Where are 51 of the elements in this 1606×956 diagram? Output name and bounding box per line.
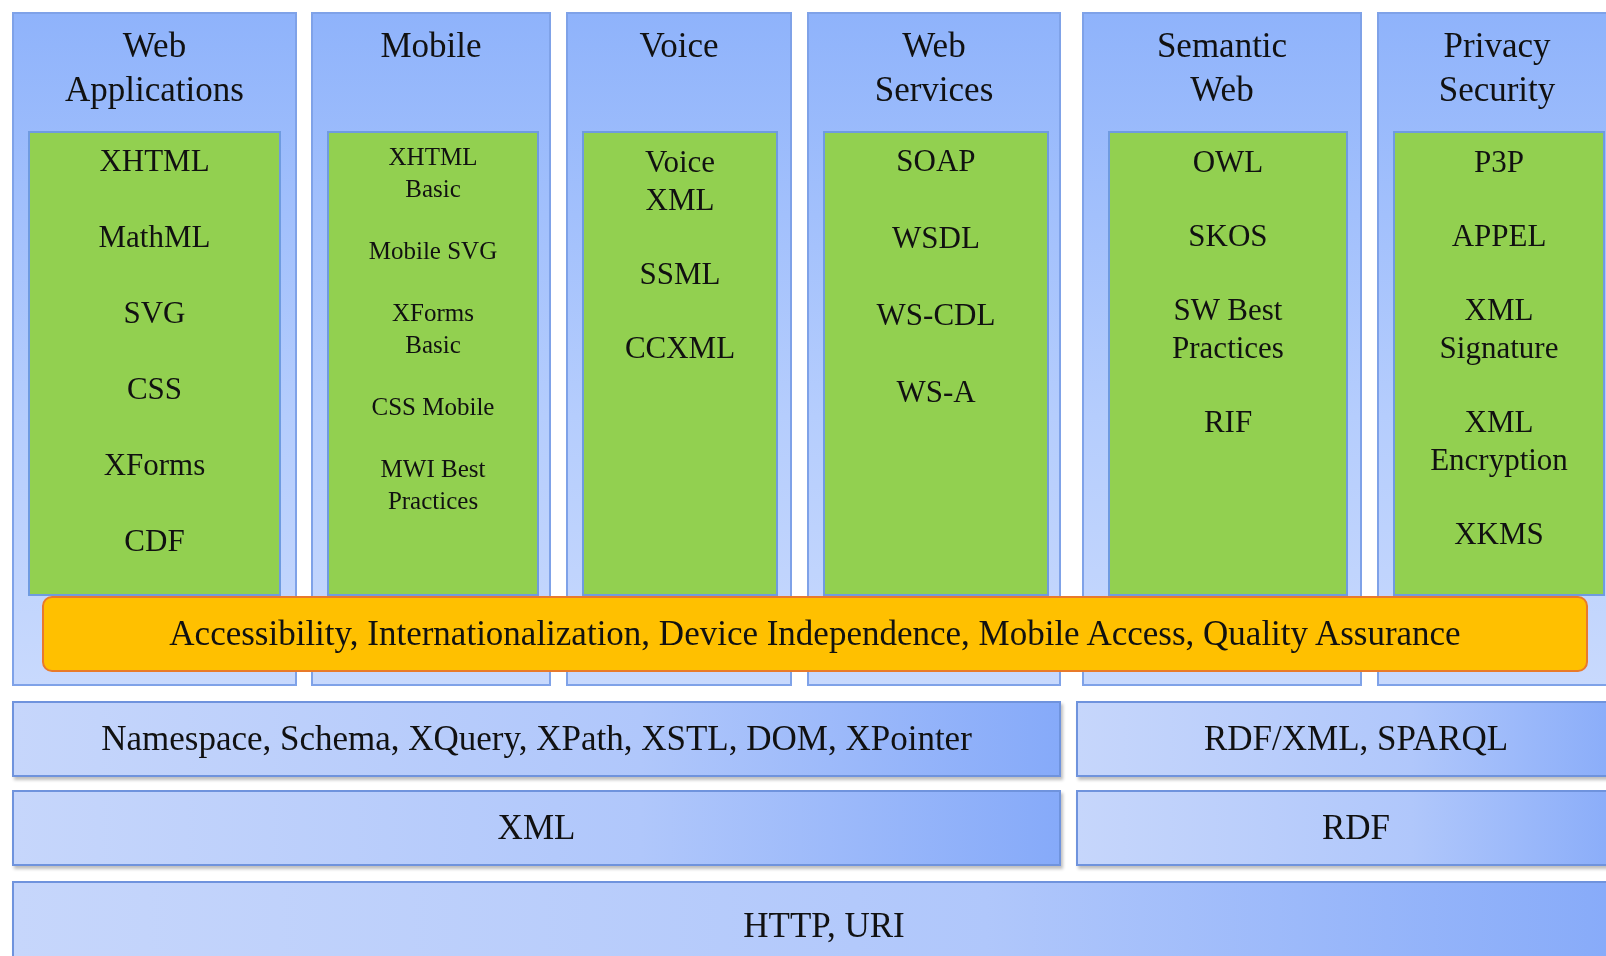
technology-name: XHTML — [98, 143, 211, 179]
technology-name: XHTML Basic — [387, 142, 479, 204]
layer-band — [12, 881, 1606, 956]
technology-name: MWI Best Practices — [379, 454, 487, 516]
layer-band — [12, 701, 1061, 777]
technology-name: APPEL — [1450, 217, 1548, 255]
layer-text: HTTP, URI — [743, 905, 905, 947]
technology-name: WSDL — [891, 220, 981, 256]
technology-name: Voice XML — [644, 143, 716, 219]
layer-text: RDF/XML, SPARQL — [1203, 718, 1509, 760]
column-heading: Semantic Web — [1155, 25, 1289, 111]
technology-name: SW Best Practices — [1171, 291, 1285, 367]
column-heading: Voice — [638, 25, 720, 67]
column-heading: Privacy Security — [1437, 25, 1557, 111]
technology-name: MathML — [97, 219, 212, 255]
technology-list-box — [1393, 131, 1605, 596]
technology-name: XForms Basic — [391, 298, 475, 360]
technology-name: SSML — [638, 255, 722, 293]
layer-band — [1076, 701, 1606, 777]
technology-name: SOAP — [895, 143, 977, 179]
technology-list-box — [823, 131, 1049, 596]
technology-name: CCXML — [623, 329, 737, 367]
column-heading: Web Services — [873, 25, 995, 111]
layer-text: Namespace, Schema, XQuery, XPath, XSTL, DOM, XPointer — [101, 718, 972, 760]
technology-name: WS-CDL — [875, 297, 997, 333]
band-text: Accessibility, Internationalization, Device Independence, Mobile Access, Quality Assurance — [169, 614, 1461, 654]
technology-list-box — [28, 131, 281, 596]
technology-name: P3P — [1473, 143, 1525, 181]
technology-name: OWL — [1191, 143, 1265, 181]
technology-name: CSS — [125, 371, 184, 407]
technology-name: WS-A — [895, 374, 977, 410]
column-heading: Web Applications — [64, 25, 245, 111]
technology-list-box — [327, 131, 539, 596]
technology-name: XForms — [102, 447, 207, 483]
layer-band — [1076, 790, 1606, 866]
technology-name: RIF — [1202, 403, 1254, 441]
technology-list-box — [582, 131, 778, 596]
layer-text: RDF — [1321, 807, 1391, 849]
technology-name: CDF — [123, 523, 186, 559]
technology-name: SVG — [122, 295, 187, 331]
layer-text: XML — [497, 807, 576, 849]
layer-band — [12, 790, 1061, 866]
technology-name: SKOS — [1187, 217, 1269, 255]
technology-name: XKMS — [1453, 515, 1545, 553]
technology-list-box — [1108, 131, 1348, 596]
cross-cutting-band — [42, 596, 1588, 672]
technology-name: Mobile SVG — [367, 236, 499, 266]
technology-name: CSS Mobile — [370, 392, 496, 422]
column-heading: Mobile — [379, 25, 483, 67]
technology-name: XML Signature — [1438, 291, 1560, 367]
technology-name: XML Encryption — [1429, 403, 1569, 479]
